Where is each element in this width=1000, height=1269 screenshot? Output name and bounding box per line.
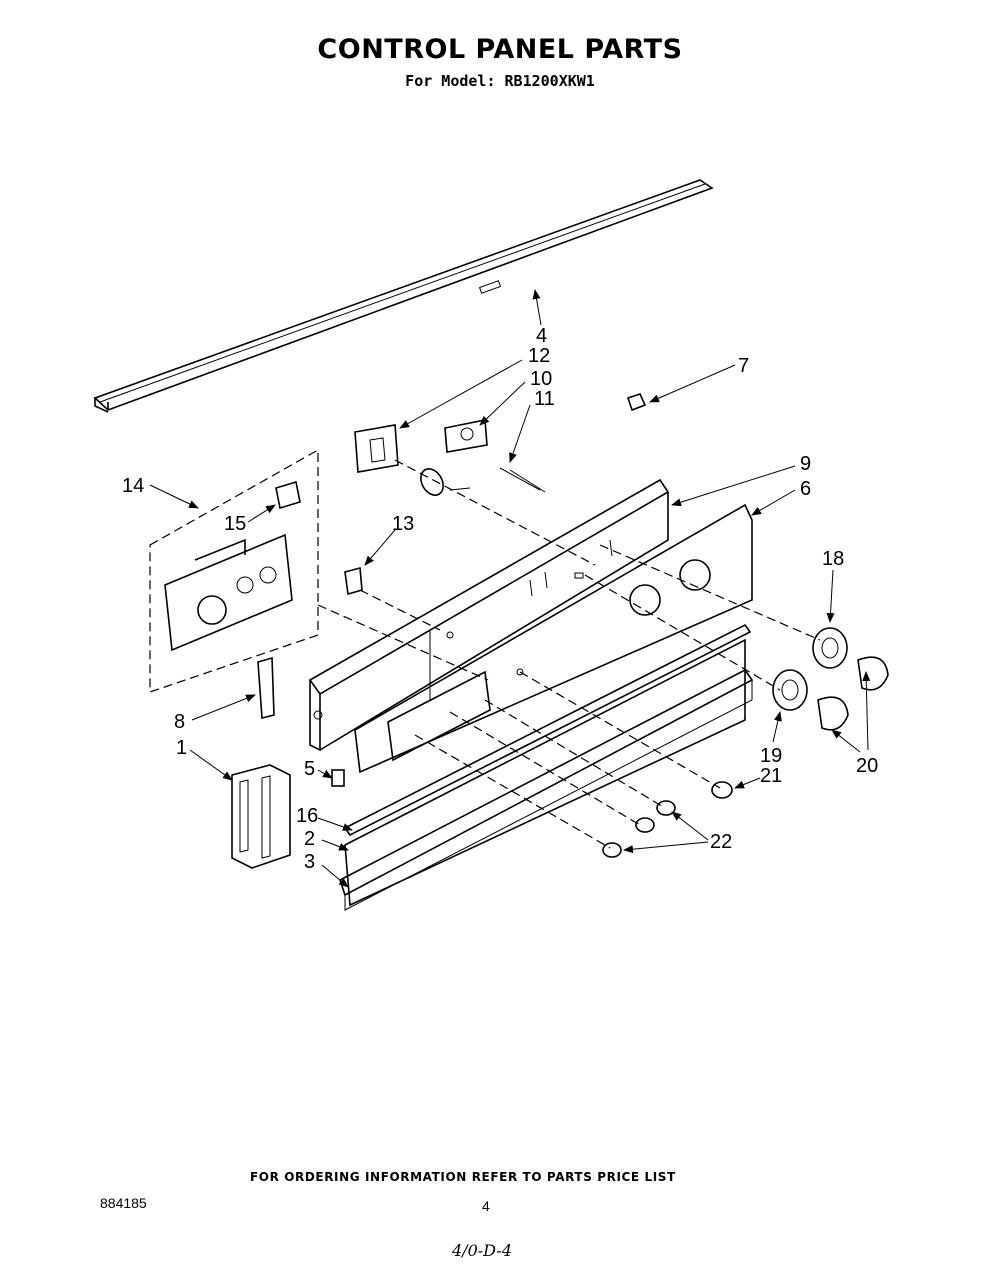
callout-14: 14 (122, 475, 144, 497)
model-subtitle: For Model: RB1200XKW1 (405, 72, 595, 90)
callout-15: 15 (224, 513, 246, 535)
callout-19: 19 (760, 745, 782, 767)
part-1-terminal-block (231, 764, 291, 869)
part-18-bezel (812, 627, 848, 669)
callout-21: 21 (760, 765, 782, 787)
alignment-lines (317, 459, 821, 849)
callout-10: 10 (530, 368, 552, 390)
part-15-clip (275, 480, 301, 510)
part-8-bracket (257, 656, 275, 720)
callout-12: 12 (528, 345, 550, 367)
part-11-wire (420, 467, 546, 496)
callout-22: 22 (710, 831, 732, 853)
callout-2: 2 (304, 828, 315, 850)
callout-13: 13 (392, 513, 414, 535)
part-19-bezel (772, 669, 808, 711)
callout-6: 6 (800, 478, 811, 500)
page-number: 4 (482, 1198, 490, 1214)
part-5-clip (331, 769, 345, 787)
callout-20: 20 (856, 755, 878, 777)
part-3-bottom-trim (339, 668, 754, 911)
callout-9: 9 (800, 453, 811, 475)
part-12-switch (354, 424, 399, 473)
part-9-panel-bracket (308, 478, 670, 752)
callout-5: 5 (304, 758, 315, 780)
callout-8: 8 (174, 711, 185, 733)
page-title: CONTROL PANEL PARTS (317, 34, 683, 65)
part-2-lower-panel (344, 638, 746, 907)
callout-4: 4 (536, 325, 547, 347)
part-21-plug (711, 781, 733, 799)
callout-7: 7 (738, 355, 749, 377)
callout-18: 18 (822, 548, 844, 570)
part-4-trim-strip (93, 179, 714, 413)
callout-arrows (149, 289, 871, 888)
part-16-trim (343, 623, 752, 837)
callout-1: 1 (176, 737, 187, 759)
part-7-clip (626, 393, 647, 412)
document-number: 884185 (100, 1195, 147, 1211)
part-13-switch (344, 566, 363, 596)
part-22-plugs (602, 800, 676, 858)
callout-3: 3 (304, 851, 315, 873)
part-20-knob (817, 656, 889, 731)
callout-11: 11 (534, 388, 555, 410)
ordering-note: FOR ORDERING INFORMATION REFER TO PARTS … (250, 1170, 676, 1184)
part-14-timer-assembly (149, 448, 319, 693)
part-10-switch (444, 419, 488, 453)
handwritten-note: 4/0-D-4 (452, 1241, 512, 1260)
callout-labels: 4 12 10 11 7 9 6 14 15 13 18 8 1 5 16 2 … (122, 325, 878, 873)
callout-16: 16 (296, 805, 318, 827)
part-6-control-panel (354, 503, 753, 774)
